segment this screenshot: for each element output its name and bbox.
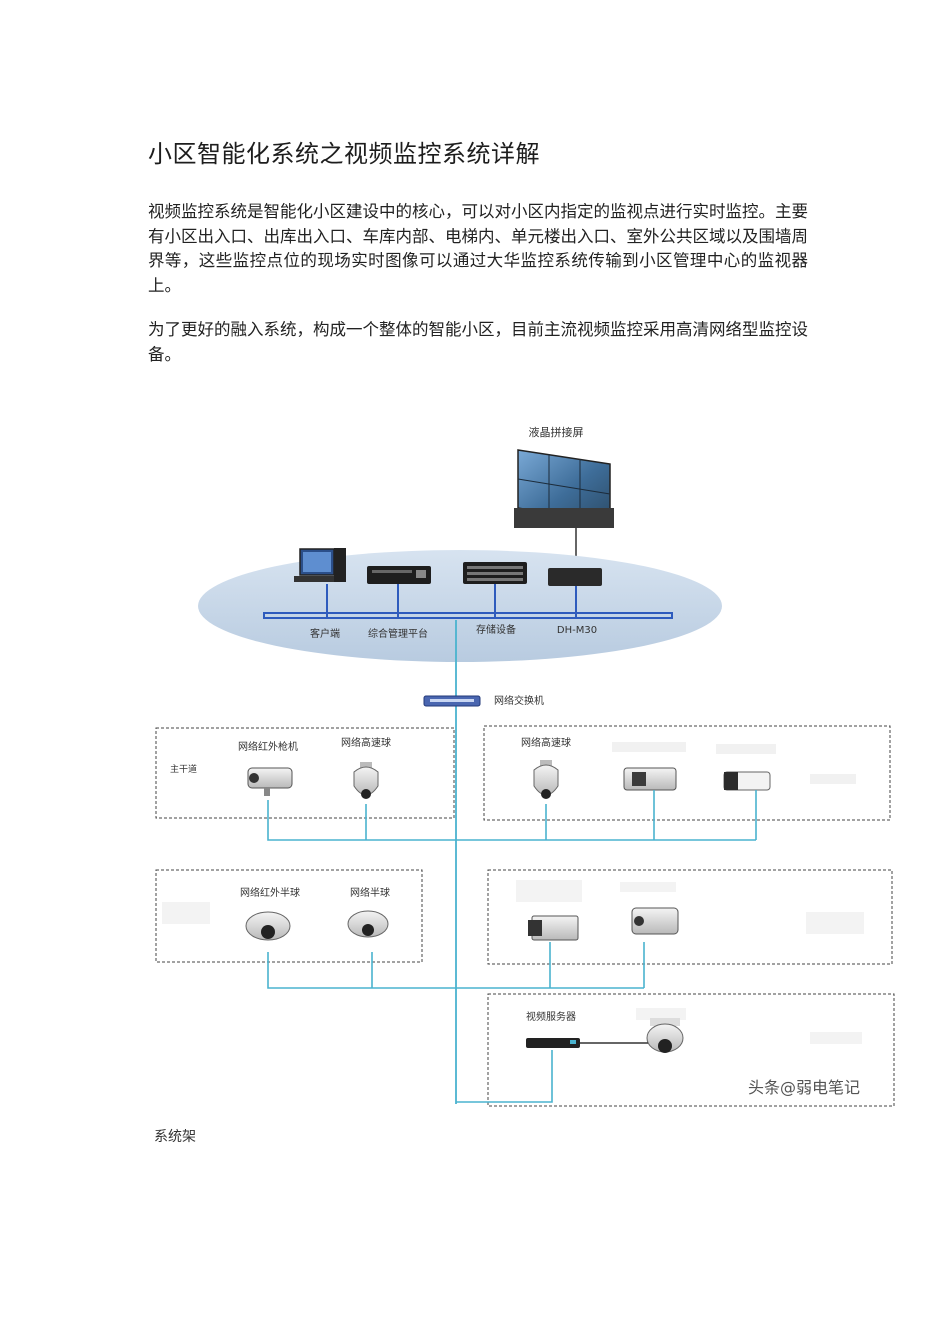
client-label: 客户端 [310, 627, 340, 640]
client-pc-icon [294, 548, 346, 618]
video-wall-icon [514, 449, 614, 528]
zone-residential [155, 869, 423, 963]
video-wall-label: 液晶拼接屏 [529, 425, 584, 439]
ir-bullet-camera-icon [631, 907, 679, 935]
bullet-camera-icon [247, 767, 293, 796]
storage-device-icon [463, 562, 527, 618]
zone2-cam1-label: 网络高速球 [521, 736, 571, 749]
zone1-cam1-label: 网络红外枪机 [238, 740, 298, 753]
video-server-icon [526, 1038, 580, 1048]
zone1-side-label: 主干道 [170, 763, 197, 775]
decoder-label: DH-M30 [557, 625, 597, 636]
system-architecture-diagram: 液晶拼接屏 客户端 综合管理平台 存储设备 DH-M30 [155, 425, 895, 1107]
dome-camera-icon [646, 1018, 684, 1053]
article-title: 小区智能化系统之视频监控系统详解 [148, 140, 540, 168]
storage-label: 存储设备 [476, 623, 516, 636]
zone1-cam2-label: 网络高速球 [341, 736, 391, 749]
figure-caption: 系统架 [154, 1129, 196, 1143]
speed-dome-icon [353, 762, 379, 799]
mini-dome-icon [347, 910, 389, 938]
zone3-cam1-label: 网络红外半球 [240, 886, 300, 899]
zone-main-road [155, 727, 455, 819]
platform-label: 综合管理平台 [368, 627, 428, 640]
management-center-platform [198, 550, 722, 662]
watermark: 头条@弱电笔记 [748, 1078, 861, 1097]
zone5-server-label: 视频服务器 [526, 1010, 576, 1023]
lan-bus-line [263, 612, 673, 619]
speed-dome-icon [533, 760, 559, 799]
zone-perimeter [487, 869, 893, 965]
box-camera-icon [528, 915, 579, 941]
paragraph-intro: 视频监控系统是智能化小区建设中的核心，可以对小区内指定的监视点进行实时监控。主要… [148, 202, 808, 295]
box-camera-icon [623, 767, 677, 791]
paragraph-network: 为了更好的融入系统，构成一个整体的智能小区，目前主流视频监控采用高清网络型监控设… [148, 320, 808, 364]
bullet-camera-icon [723, 771, 771, 791]
switch-label: 网络交换机 [494, 694, 544, 707]
zone3-cam2-label: 网络半球 [350, 886, 390, 899]
zone-east [483, 725, 891, 821]
network-switch-icon [423, 695, 481, 707]
ir-mini-dome-icon [245, 911, 291, 941]
zone-video-server [487, 993, 895, 1107]
